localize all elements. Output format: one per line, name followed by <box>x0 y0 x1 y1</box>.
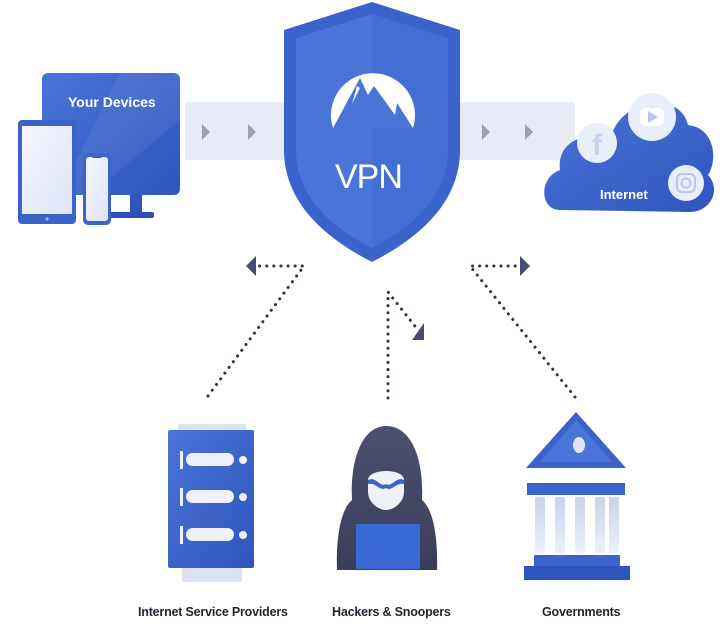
chevron-right-icon <box>482 124 490 140</box>
threat-label-governments: Governments <box>542 605 621 619</box>
server-rack-icon <box>168 424 254 582</box>
chevron-right-icon <box>202 124 210 140</box>
arrow-down-right-icon <box>412 323 424 340</box>
band-arrows-right <box>482 124 533 140</box>
threat-label-isp: Internet Service Providers <box>138 605 288 619</box>
devices-label: Your Devices <box>68 94 156 110</box>
government-dotted-line <box>466 264 577 399</box>
vpn-label: VPN <box>335 158 403 196</box>
hooded-hacker-icon <box>336 426 438 570</box>
internet-cloud-icon: f <box>544 93 715 212</box>
devices-group <box>18 73 180 225</box>
monitor-icon <box>42 73 180 195</box>
svg-text:f: f <box>592 129 603 162</box>
arrow-left-icon <box>246 256 256 276</box>
facebook-icon: f <box>577 123 617 163</box>
chevron-right-icon <box>525 124 533 140</box>
arrow-right-icon <box>520 256 530 276</box>
threat-arrows <box>206 264 577 400</box>
chevron-right-icon <box>248 124 256 140</box>
connection-band-right <box>445 102 575 160</box>
instagram-icon <box>668 165 704 201</box>
mountain-logo-icon <box>331 73 416 128</box>
threat-label-hackers: Hackers & Snoopers <box>332 605 451 619</box>
laptop-icon <box>356 524 420 566</box>
internet-label: Internet <box>600 187 648 202</box>
band-arrows-left <box>202 124 256 140</box>
youtube-icon <box>628 93 676 141</box>
government-building-icon <box>524 412 630 580</box>
hacker-dotted-line <box>386 287 420 400</box>
vpn-shield-icon <box>284 2 460 262</box>
isp-dotted-line <box>206 264 307 398</box>
